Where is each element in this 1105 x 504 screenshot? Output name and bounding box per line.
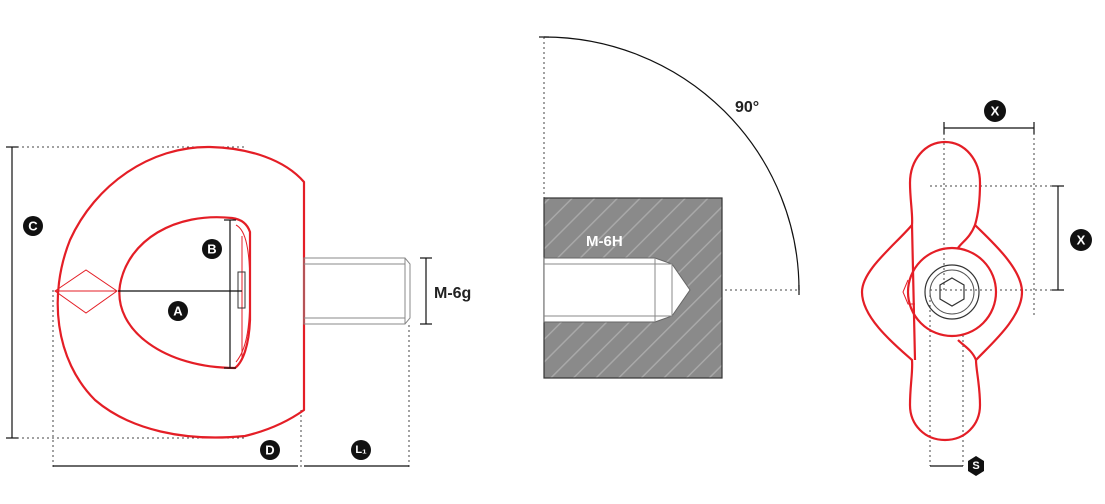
badge-x-top: X — [984, 100, 1006, 122]
svg-text:S: S — [972, 460, 979, 472]
svg-text:L₁: L₁ — [355, 444, 367, 456]
hub-inner — [924, 264, 980, 320]
hub-face — [929, 269, 975, 315]
stud-thread-label: M-6g — [434, 285, 471, 302]
middle-view: 90° M-6H — [539, 36, 800, 379]
left-view: A B C D L₁ M-6g — [6, 145, 471, 470]
svg-text:C: C — [28, 219, 38, 234]
right-view: X X S — [860, 100, 1092, 476]
badge-b: B — [202, 239, 222, 259]
wing-inner-lines — [910, 224, 978, 361]
hex-socket — [939, 277, 965, 307]
bore-thread-label: M-6H — [586, 233, 623, 250]
ring-inner-detail — [235, 224, 251, 363]
left-dimension-lines — [6, 146, 432, 467]
badge-s: S — [968, 456, 984, 476]
badge-x-side: X — [1070, 229, 1092, 251]
angle-guides — [539, 36, 800, 295]
badge-d: D — [260, 440, 280, 460]
ring-opening — [118, 216, 252, 370]
hub-outer — [906, 246, 998, 338]
threaded-stud — [303, 257, 411, 325]
right-dimension-lines — [930, 122, 1064, 467]
hub-notch — [902, 279, 915, 305]
badge-a: A — [168, 301, 188, 321]
badge-l1: L₁ — [351, 440, 371, 460]
badge-c: C — [23, 216, 43, 236]
left-extension-lines — [12, 146, 410, 470]
diamond-marker — [54, 269, 118, 314]
svg-text:A: A — [173, 304, 183, 319]
ring-notch — [237, 271, 246, 309]
threaded-block — [543, 197, 723, 379]
svg-text:X: X — [991, 104, 1000, 119]
ring-outline — [56, 145, 306, 439]
wing-nut-outline — [860, 140, 1024, 442]
svg-text:B: B — [207, 242, 216, 257]
svg-text:D: D — [265, 443, 274, 458]
angle-label: 90° — [735, 99, 759, 116]
svg-text:X: X — [1077, 233, 1086, 248]
